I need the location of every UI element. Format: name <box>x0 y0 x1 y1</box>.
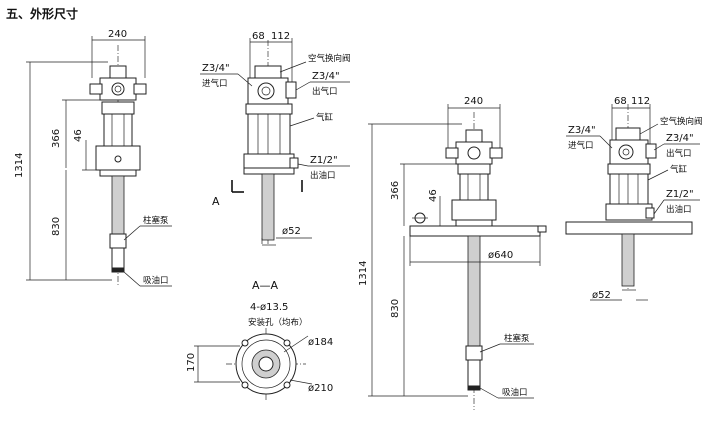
label-z12-b: Z1/2" <box>666 189 694 200</box>
label-air-out-b: 出气口 <box>666 148 692 159</box>
label-z34-in-b: Z3/4" <box>568 125 596 136</box>
label-oil-out-b: 出油口 <box>666 204 692 215</box>
front-view: 240 1314 366 46 830 <box>14 29 172 287</box>
dim-52-a: ø52 <box>282 226 301 237</box>
section-a-mark-1: A <box>212 195 220 208</box>
section-aa-view: A—A 4-ø13.5 安装孔（均布） 170 ø184 ø210 <box>186 279 333 400</box>
label-air-in-b: 进气口 <box>568 140 594 151</box>
side-view: 68 112 A Z3/4" 进气口 空气换向阀 Z3/4" 出 <box>200 31 351 246</box>
dim-240-b: 240 <box>464 96 483 107</box>
label-z12-a: Z1/2" <box>310 155 338 166</box>
dim-210: ø210 <box>308 383 333 394</box>
section-aa-title: A—A <box>252 279 279 292</box>
label-plunger-a: 柱塞泵 <box>143 215 169 226</box>
label-z34-out-b: Z3/4" <box>666 133 694 144</box>
dim-184: ø184 <box>308 337 333 348</box>
dim-112-b: 112 <box>631 96 650 107</box>
label-holes-note: 安装孔（均布） <box>248 317 308 328</box>
label-z34-out: Z3/4" <box>312 71 340 82</box>
label-oil-out-a: 出油口 <box>310 170 336 181</box>
front-view-plate: 240 1314 366 46 830 <box>358 96 547 410</box>
label-air-valve-a: 空气换向阀 <box>308 53 351 64</box>
dim-68-b: 68 <box>614 96 627 107</box>
dim-240-a: 240 <box>108 29 127 40</box>
label-air-in-a: 进气口 <box>202 78 228 89</box>
dim-830-a: 830 <box>51 217 62 236</box>
label-z34-in: Z3/4" <box>202 63 230 74</box>
side-view-plate: 68 112 Z3/4" 进气口 空气换向阀 Z3/4" 出气口 气缸 <box>565 96 703 301</box>
dim-640: ø640 <box>488 250 513 261</box>
dim-52-b: ø52 <box>592 290 611 301</box>
dim-170: 170 <box>186 353 197 372</box>
dim-46-a: 46 <box>73 129 84 142</box>
dim-1314-a: 1314 <box>14 153 25 178</box>
dim-366-a: 366 <box>51 129 62 148</box>
dim-112-a: 112 <box>271 31 290 42</box>
page-title: 五、外形尺寸 <box>6 6 78 21</box>
dim-46-b: 46 <box>428 189 439 202</box>
dim-830-b: 830 <box>390 299 401 318</box>
dim-1314-b: 1314 <box>358 261 369 286</box>
label-suction-a: 吸油口 <box>143 275 169 286</box>
dim-366-b: 366 <box>390 181 401 200</box>
label-holes: 4-ø13.5 <box>250 302 288 313</box>
label-suction-b: 吸油口 <box>502 387 528 398</box>
label-air-valve-b: 空气换向阀 <box>660 116 703 127</box>
label-cylinder-a: 气缸 <box>316 112 334 123</box>
dim-68-a: 68 <box>252 31 265 42</box>
label-plunger-b: 柱塞泵 <box>504 333 530 344</box>
label-air-out-a: 出气口 <box>312 86 338 97</box>
label-cylinder-b: 气缸 <box>670 164 688 175</box>
